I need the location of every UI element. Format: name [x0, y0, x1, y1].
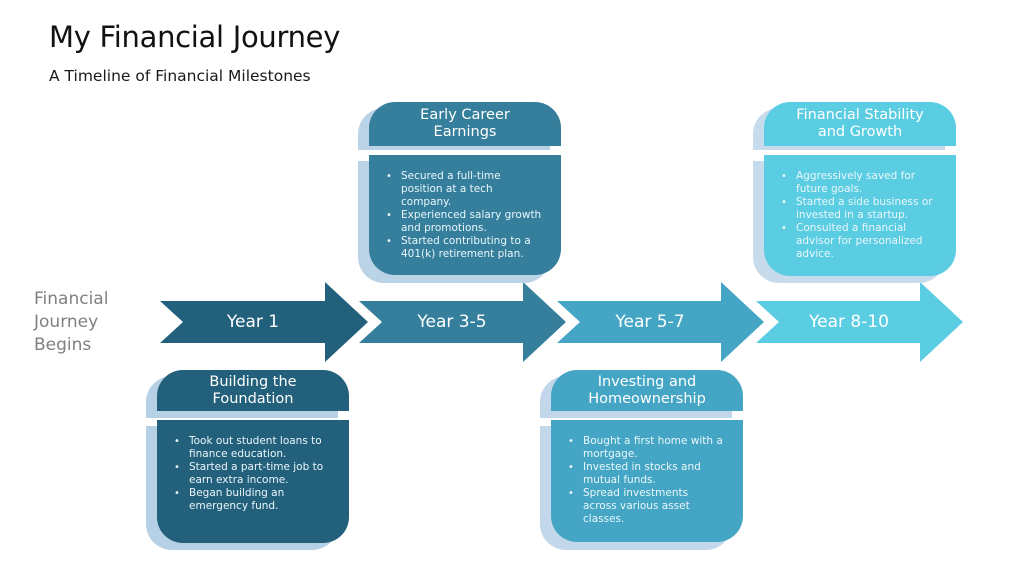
milestone-bullets: Bought a first home with a mortgage. Inv… — [565, 435, 725, 526]
milestone-title-line: Foundation — [212, 390, 294, 407]
timeline-arrow-3 — [557, 282, 764, 362]
start-label-line: Financial — [34, 289, 109, 309]
timeline-arrow-4 — [756, 282, 963, 362]
milestone-bullet: Invested in stocks and mutual funds. — [565, 461, 725, 487]
milestone-title-line: Building the — [209, 373, 297, 390]
milestone-bullet: Started a part-time job to earn extra in… — [171, 461, 331, 487]
milestone-bullet: Took out student loans to finance educat… — [171, 435, 331, 461]
milestone-title-line: Earnings — [433, 124, 497, 140]
milestone-bullet: Aggressively saved for future goals. — [778, 170, 938, 196]
milestone-bullet: Began building an emergency fund. — [171, 487, 331, 513]
milestone-body: Secured a full-time position at a tech c… — [369, 155, 561, 275]
milestone-body: Aggressively saved for future goals. Sta… — [764, 155, 956, 276]
milestone-bullets: Aggressively saved for future goals. Sta… — [778, 170, 938, 261]
milestone-title: Early Career Earnings — [369, 102, 561, 146]
milestone-bullets: Took out student loans to finance educat… — [171, 435, 331, 513]
milestone-bullet: Secured a full-time position at a tech c… — [383, 170, 543, 209]
milestone-bullet: Consulted a financial advisor for person… — [778, 222, 938, 261]
timeline-label-year-5-7: Year 5-7 — [615, 312, 685, 332]
timeline-arrow-2 — [359, 282, 566, 362]
milestone-body: Bought a first home with a mortgage. Inv… — [551, 420, 743, 542]
milestone-bullet: Bought a first home with a mortgage. — [565, 435, 725, 461]
page-title: My Financial Journey — [49, 20, 341, 54]
milestone-bullets: Secured a full-time position at a tech c… — [383, 170, 543, 261]
milestone-bullet: Experienced salary growth and promotions… — [383, 209, 543, 235]
milestone-bullet: Spread investments across various asset … — [565, 487, 725, 526]
milestone-title: Building the Foundation — [157, 370, 349, 411]
milestone-title-line: and Growth — [817, 124, 903, 140]
milestone-title: Financial Stability and Growth — [764, 102, 956, 146]
page-subtitle: A Timeline of Financial Milestones — [49, 67, 311, 85]
start-label-line: Begins — [34, 335, 92, 355]
timeline-label-year-3-5: Year 3-5 — [417, 312, 487, 332]
milestone-title-line: Homeownership — [588, 390, 706, 407]
milestone-title-line: Investing and — [597, 373, 697, 390]
milestone-bullet: Started a side business or invested in a… — [778, 196, 938, 222]
milestone-title: Investing and Homeownership — [551, 370, 743, 411]
milestone-title-line: Financial Stability — [796, 107, 924, 123]
start-label-line: Journey — [34, 312, 99, 332]
milestone-title-line: Early Career — [420, 107, 510, 123]
journey-start-label: Financial Journey Begins — [34, 288, 144, 357]
timeline-label-year-8-10: Year 8-10 — [809, 312, 889, 332]
milestone-body: Took out student loans to finance educat… — [157, 420, 349, 543]
timeline-label-year-1: Year 1 — [226, 312, 280, 332]
timeline-arrow-1 — [160, 282, 368, 362]
milestone-bullet: Started contributing to a 401(k) retirem… — [383, 235, 543, 261]
